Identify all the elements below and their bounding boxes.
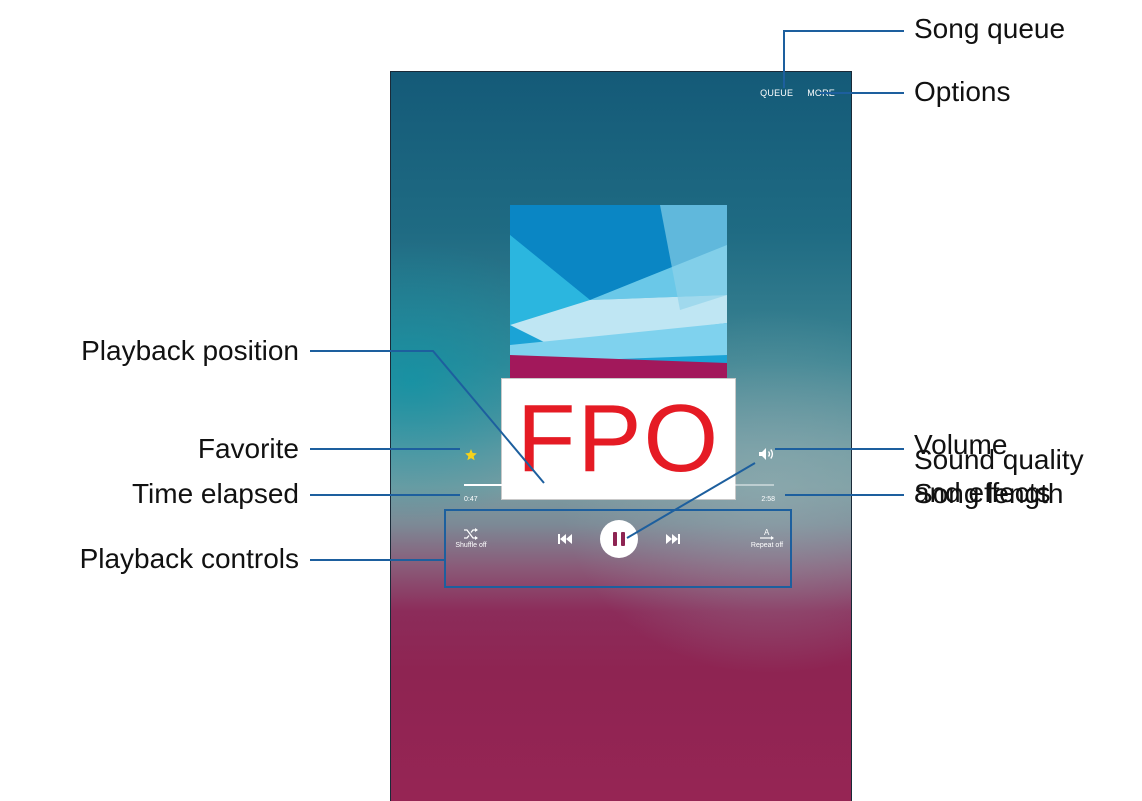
- more-button[interactable]: MORE: [807, 88, 835, 98]
- music-player-screen: QUEUE MORE FPO: [390, 71, 852, 801]
- shuffle-label: Shuffle off: [455, 542, 487, 549]
- repeat-label: Repeat off: [750, 542, 784, 549]
- shuffle-icon: [464, 528, 478, 540]
- callout-favorite: Favorite: [197, 433, 299, 464]
- playback-controls-highlight: [444, 509, 792, 588]
- star-icon[interactable]: [464, 448, 478, 462]
- pause-icon: [611, 532, 627, 546]
- callout-song-queue: Song queue: [914, 13, 1066, 44]
- repeat-icon: A: [760, 528, 774, 540]
- seek-fill: [464, 484, 545, 486]
- repeat-button[interactable]: A Repeat off: [745, 528, 789, 549]
- volume-icon[interactable]: [759, 448, 775, 460]
- album-art: [510, 205, 727, 383]
- svg-text:A: A: [764, 528, 770, 537]
- playback-position-slider[interactable]: [464, 480, 774, 490]
- callout-song-length: Song length: [914, 478, 1064, 509]
- callout-volume: Volume: [914, 429, 1008, 460]
- top-action-bar: QUEUE MORE: [760, 88, 835, 98]
- time-elapsed: 0:47: [464, 496, 478, 503]
- callout-sound-quality-line2: and effects: [914, 477, 1051, 509]
- song-length: 2:58: [761, 496, 775, 503]
- seek-track: [464, 484, 774, 486]
- callout-options: Options: [914, 76, 1011, 107]
- seek-handle[interactable]: [540, 481, 549, 489]
- callout-sound-quality-line1: Sound quality: [914, 444, 1084, 475]
- callout-playback-position: Playback position: [81, 335, 299, 366]
- callout-sound-quality: Sound quality and effects: [914, 443, 1084, 509]
- previous-icon[interactable]: [558, 534, 572, 544]
- equalizer-icon[interactable]: [613, 448, 627, 461]
- callout-playback-controls: Playback controls: [79, 543, 299, 574]
- queue-button[interactable]: QUEUE: [760, 88, 794, 98]
- callout-time-elapsed: Time elapsed: [131, 478, 299, 509]
- shuffle-button[interactable]: Shuffle off: [451, 528, 491, 549]
